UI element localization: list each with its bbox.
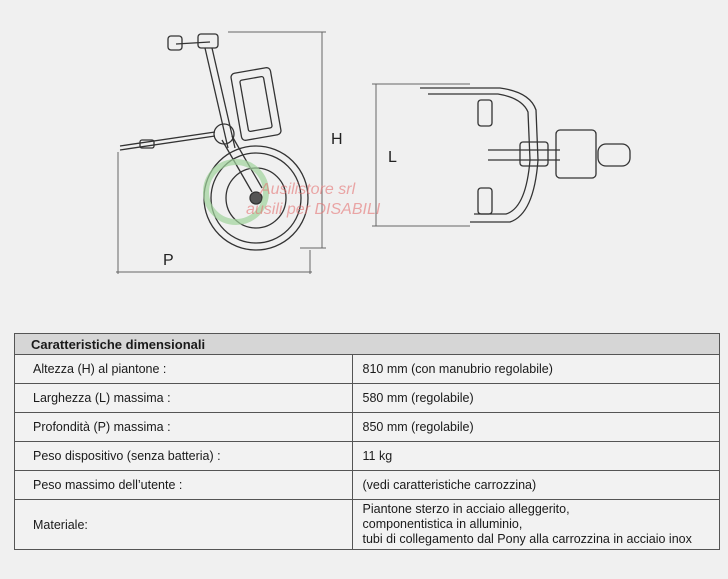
technical-drawings: H L P Ausilistore srl ausili per DISABIL… bbox=[116, 31, 631, 274]
material-line: tubi di collegamento dal Pony alla carro… bbox=[362, 532, 692, 546]
table-row: Larghezza (L) massima : 580 mm (regolabi… bbox=[14, 383, 720, 413]
top-view-device bbox=[420, 87, 631, 223]
dimension-lines bbox=[116, 31, 470, 274]
table-row: Peso massimo dell’utente : (vedi caratte… bbox=[14, 470, 720, 500]
width-label: L bbox=[388, 149, 397, 166]
depth-label: P bbox=[163, 252, 174, 269]
row-label: Materiale: bbox=[14, 499, 353, 550]
material-line: Piantone sterzo in acciaio alleggerito, bbox=[362, 502, 570, 516]
row-value: 810 mm (con manubrio regolabile) bbox=[351, 354, 720, 384]
table-row: Profondità (P) massima : 850 mm (regolab… bbox=[14, 412, 720, 442]
side-view-device bbox=[119, 33, 309, 251]
row-label: Altezza (H) al piantone : bbox=[14, 354, 353, 384]
row-value-material: Piantone sterzo in acciaio alleggerito, … bbox=[351, 499, 720, 550]
row-label: Peso massimo dell’utente : bbox=[14, 470, 353, 500]
row-label: Peso dispositivo (senza batteria) : bbox=[14, 441, 353, 471]
table-header: Caratteristiche dimensionali bbox=[14, 333, 720, 355]
specifications-table: Caratteristiche dimensionali Altezza (H)… bbox=[14, 333, 720, 550]
row-value: 580 mm (regolabile) bbox=[351, 383, 720, 413]
table-row-material: Materiale: Piantone sterzo in acciaio al… bbox=[14, 499, 720, 550]
watermark-text: Ausilistore srl ausili per DISABILI bbox=[246, 180, 380, 220]
watermark-line-1: Ausilistore srl bbox=[260, 181, 356, 198]
table-row: Altezza (H) al piantone : 810 mm (con ma… bbox=[14, 354, 720, 384]
table-row: Peso dispositivo (senza batteria) : 11 k… bbox=[14, 441, 720, 471]
material-line: componentistica in alluminio, bbox=[362, 517, 523, 531]
table-header-row: Caratteristiche dimensionali bbox=[14, 333, 720, 355]
row-label: Profondità (P) massima : bbox=[14, 412, 353, 442]
row-value: 11 kg bbox=[351, 441, 720, 471]
watermark-line-2: ausili per DISABILI bbox=[246, 201, 381, 218]
row-value: 850 mm (regolabile) bbox=[351, 412, 720, 442]
watermark-gear bbox=[203, 159, 269, 225]
height-label: H bbox=[331, 131, 343, 148]
row-value: (vedi caratteristiche carrozzina) bbox=[351, 470, 720, 500]
side-and-top-view-drawing bbox=[116, 31, 631, 274]
row-label: Larghezza (L) massima : bbox=[14, 383, 353, 413]
